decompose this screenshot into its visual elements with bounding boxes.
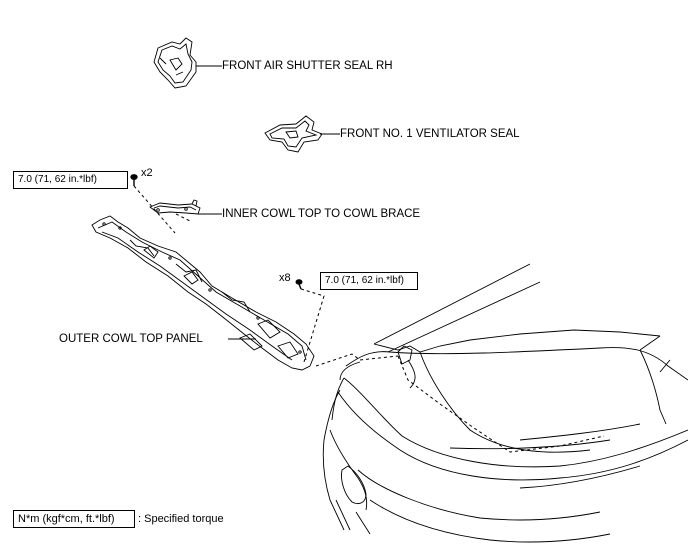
legend-unit-box: N*m (kgf*cm, ft.*lbf) — [13, 510, 135, 528]
vehicle-outline — [322, 263, 688, 543]
quantity-a: x2 — [141, 167, 153, 179]
inner-cowl-top-to-cowl-brace — [149, 199, 201, 215]
guide-bolt-a — [133, 185, 193, 234]
front-air-shutter-seal-rh — [153, 37, 197, 89]
bolt-a-icon — [130, 174, 138, 186]
guide-on-vehicle — [397, 355, 605, 453]
label-front-no1-ventilator-seal: FRONT NO. 1 VENTILATOR SEAL — [340, 128, 520, 140]
outer-cowl-top-panel — [91, 215, 315, 371]
label-front-air-shutter-seal-rh: FRONT AIR SHUTTER SEAL RH — [222, 60, 393, 72]
front-no1-ventilator-seal — [264, 115, 323, 153]
label-inner-cowl-top-to-cowl-brace: INNER COWL TOP TO COWL BRACE — [222, 208, 421, 220]
bolt-b-icon — [295, 279, 303, 290]
torque-box-b: 7.0 (71, 62 in.*lbf) — [320, 272, 418, 290]
guide-bolt-b — [300, 288, 325, 363]
guide-panel-to-vehicle — [315, 353, 399, 367]
label-outer-cowl-top-panel: OUTER COWL TOP PANEL — [59, 333, 203, 345]
torque-box-a: 7.0 (71, 62 in.*lbf) — [13, 171, 128, 189]
quantity-b: x8 — [279, 272, 291, 284]
legend-text: : Specified torque — [138, 513, 224, 525]
